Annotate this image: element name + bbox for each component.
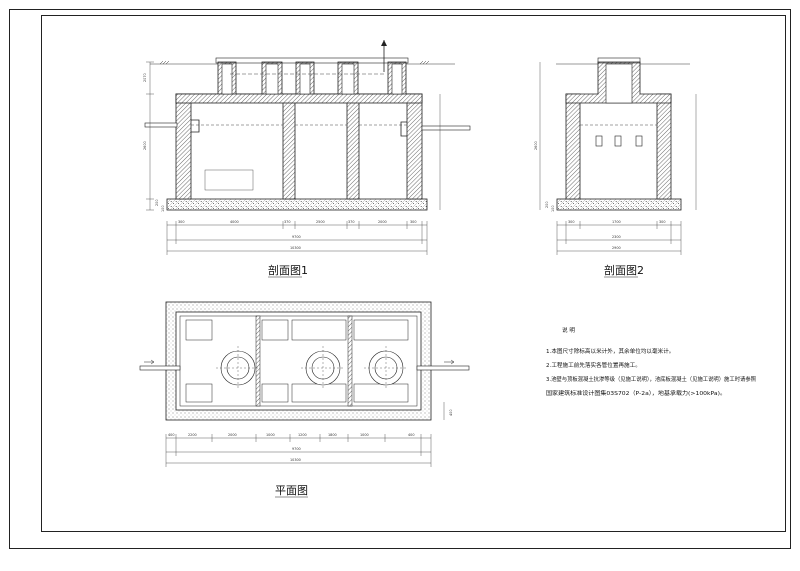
s2-seg-0: 300 — [568, 220, 574, 224]
s1-seg-6: 300 — [410, 220, 416, 224]
s2-height-2: 100 — [551, 206, 555, 212]
s1-seg-2: 370 — [284, 220, 290, 224]
note-line-1: 1.本图尺寸除标高以米计外，其余单位均以毫米计。 — [546, 347, 674, 355]
s1-seg-1: 4000 — [230, 220, 239, 224]
plan-seg-7: 400 — [408, 433, 414, 437]
s2-height-0: 2600 — [534, 141, 538, 150]
section-view-1: 2070 2600 200 100 300 4000 370 2500 370 … — [143, 40, 471, 278]
notes-heading: 说 明 — [562, 326, 575, 334]
plan-seg-5: 1800 — [328, 433, 337, 437]
s2-total-outer: 2900 — [612, 246, 621, 250]
s1-total-outer: 10300 — [290, 246, 301, 250]
s1-height-3: 100 — [161, 206, 165, 212]
s1-seg-0: 300 — [178, 220, 184, 224]
s2-seg-2: 300 — [659, 220, 665, 224]
plan-seg-1: 2200 — [188, 433, 197, 437]
section-view-2: 2600 200 100 300 1700 300 2300 2900 剖面图2 — [534, 57, 697, 278]
s1-height-1: 2600 — [143, 141, 147, 150]
s1-seg-5: 2000 — [378, 220, 387, 224]
note-line-2: 2.工程施工前先落实各管位置再施工。 — [546, 361, 641, 369]
s2-total-inner: 2300 — [612, 235, 621, 239]
plan-side-dim: 400 — [449, 410, 453, 416]
s1-seg-3: 2500 — [316, 220, 325, 224]
plan-seg-0: 400 — [168, 433, 174, 437]
note-line-4: 国家建筑标准设计图集03S702（P-2a），地基承载力(>100kPa)。 — [546, 389, 726, 397]
s2-height-1: 200 — [545, 202, 549, 208]
plan-seg-6: 1000 — [360, 433, 369, 437]
plan-total-outer: 10300 — [290, 458, 301, 462]
note-line-3: 3.池壁与顶板混凝土抗渗等级（见施工说明），池底板混凝土（见施工说明）施工时请参… — [546, 375, 756, 383]
plan-view: 400 2200 2000 1000 1200 1800 1000 400 97… — [139, 301, 470, 498]
s1-height-2: 200 — [155, 200, 159, 206]
s2-seg-1: 1700 — [612, 220, 621, 224]
plan-seg-3: 1000 — [266, 433, 275, 437]
section1-title: 剖面图1 — [268, 263, 308, 277]
outer-frame — [9, 9, 791, 549]
plan-seg-2: 2000 — [228, 433, 237, 437]
s1-height-0: 2070 — [143, 73, 147, 82]
s1-seg-4: 370 — [348, 220, 354, 224]
notes-block: 说 明 1.本图尺寸除标高以米计外，其余单位均以毫米计。 2.工程施工前先落实各… — [546, 326, 756, 397]
plan-title: 平面图 — [275, 484, 308, 497]
s1-total-inner: 9700 — [292, 235, 301, 239]
plan-seg-4: 1200 — [298, 433, 307, 437]
section2-title: 剖面图2 — [604, 263, 644, 277]
plan-total-inner: 9700 — [292, 447, 301, 451]
inner-frame — [41, 15, 786, 532]
